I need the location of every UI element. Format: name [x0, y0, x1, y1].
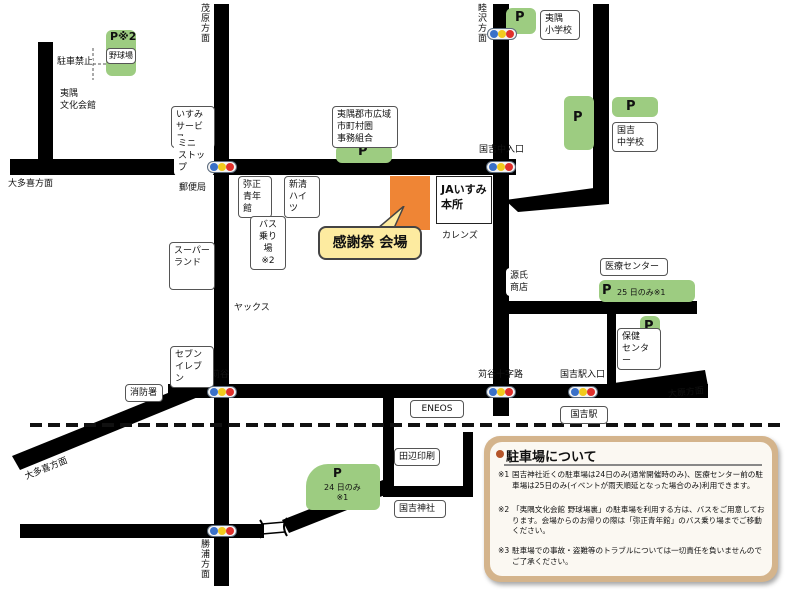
parking-elementary-mark: P [515, 10, 525, 25]
road-southwest [20, 524, 264, 538]
parking-note-3: ※3 駐車場での事故・盗難等のトラブルについては一切責任を負いませんのでご了承く… [498, 546, 766, 567]
bunka-kaikan-label: 夷隅 文化会館 [56, 86, 102, 114]
traffic-light-icon [207, 161, 237, 173]
parking-note-2: ※2 「夷隅文化会館 野球場裏」の駐車場を利用する方は、バスをご用意しております… [498, 505, 766, 537]
road-tanabe-vertical [383, 394, 394, 496]
eneos-label: ENEOS [410, 400, 464, 418]
parking-notes-board: 駐車場について ※1 国吉神社近くの駐車場は24日のみ(通常開催時のみ)、医療セ… [484, 436, 778, 582]
parking-shrine-note: 24 日のみ ※1 [324, 483, 361, 502]
parking-notes-title: 駐車場について [506, 450, 597, 465]
traffic-light-icon [486, 161, 516, 173]
baseball-field-label: 野球場 [106, 48, 136, 64]
pin-icon [496, 450, 504, 458]
road-main-west-east [10, 159, 516, 175]
parking-shrine [306, 464, 380, 510]
parking-health-mark: P [644, 319, 654, 334]
yax-label: ヤックス [230, 300, 274, 316]
parking-junior-high-left [564, 96, 594, 150]
medical-center-label: 医療センター [600, 258, 668, 276]
parking-medical-mark: P [602, 283, 612, 298]
note-mark: ※1 [498, 470, 510, 479]
kuniyoshi-shrine-label: 国吉神社 [394, 500, 446, 518]
intersection-kokikita-label: 国吉中入口 [479, 145, 525, 155]
note-text: 駐車場での事故・盗難等のトラブルについては一切責任を負いませんのでご了承ください… [512, 546, 762, 566]
note-text: 「夷隅文化会館 野球場裏」の駐車場を利用する方は、バスをご用意しております。会場… [512, 505, 765, 535]
health-center-label: 保健 センター [617, 328, 661, 370]
direction-shigehara: 茂原方面 [200, 4, 210, 44]
seven-eleven-label: セブン イレブン [170, 346, 214, 388]
note-text: 国吉神社近くの駐車場は24日のみ(通常開催時のみ)、医療センター前の駐車場は25… [512, 470, 763, 490]
union-office-label: 夷隅郡市広域 市町村圏 事務組合 [332, 106, 398, 148]
road-genji-east [503, 301, 697, 314]
parking-junior-high-left-mark: P [573, 110, 583, 125]
kuniyoshi-junior-high-label: 国吉 中学校 [612, 122, 658, 152]
road-ota-ki-southwest [12, 374, 220, 470]
fire-station-label: 消防署 [125, 384, 163, 402]
traffic-light-icon [207, 525, 237, 537]
parking-notes-paper: 駐車場について ※1 国吉神社近くの駐車場は24日のみ(通常開催時のみ)、医療セ… [490, 442, 772, 576]
traffic-light-icon [487, 28, 517, 40]
road-north-school [493, 4, 509, 416]
road-tanabe-horizontal [383, 486, 473, 497]
isumi-elementary-label: 夷隅 小学校 [540, 10, 580, 40]
ja-isumi-honsho: JAいすみ 本所 [436, 176, 492, 224]
parking-union [336, 145, 392, 163]
road-main-vertical [214, 4, 229, 586]
post-office-label: 郵便局 [175, 180, 211, 196]
intersection-tamakaya-label: 苅谷 [211, 370, 230, 380]
note-mark: ※2 [498, 505, 510, 514]
bridge-icon [259, 517, 288, 539]
note-mark: ※3 [498, 546, 510, 555]
parking-note-1: ※1 国吉神社近くの駐車場は24日のみ(通常開催時のみ)、医療センター前の駐車場… [498, 470, 766, 491]
tanabe-printing-label: 田辺印刷 [394, 448, 440, 466]
yayoi-seinenkan-label: 弥正 青年館 [238, 176, 272, 218]
parking-shrine-mark: P [333, 466, 342, 480]
direction-katsuura: 勝浦方面 [200, 540, 210, 580]
road-east-curve-diagonal [505, 188, 609, 212]
direction-mutsuzawa: 睦沢方面 [477, 4, 487, 44]
title-underline [504, 464, 762, 466]
traffic-light-icon [486, 386, 516, 398]
road-east-curve-vertical [593, 4, 609, 204]
supermarket-land-label: スーパー ランド [169, 242, 215, 290]
traffic-light-icon [207, 386, 237, 398]
ministop-label: ミニ ストップ [174, 136, 214, 176]
road-health-center [607, 312, 616, 388]
parking-medical-note: 25 日のみ※1 [617, 288, 666, 297]
road-bunka-kaikan [38, 42, 53, 167]
road-ohara [600, 370, 708, 398]
traffic-light-icon [568, 386, 598, 398]
genji-shoten-label: 源氏 商店 [506, 268, 538, 296]
shinsei-heights-label: 新清 ハイツ [284, 176, 320, 218]
no-parking-label: 駐車禁止 [57, 56, 94, 68]
calens-label: カレンズ [438, 228, 490, 244]
road-tanabe-east [463, 432, 473, 497]
parking-baseball-mark: P※2 [110, 30, 137, 43]
kuniyoshi-station-label: 国吉駅 [560, 406, 608, 424]
parking-junior-high-right [612, 97, 658, 117]
parking-junior-high-right-mark: P [626, 99, 636, 114]
parking-medical-center [599, 280, 695, 302]
intersection-station-entrance-label: 国吉駅入口 [560, 370, 606, 380]
parking-union-mark: P [358, 144, 368, 159]
direction-ota-ki-west: 大多喜方面 [8, 179, 54, 189]
intersection-tamakaya-cross-label: 苅谷十字路 [478, 370, 524, 380]
venue-callout: 感謝祭 会場 [318, 226, 422, 260]
bus-stop-label: バス 乗り場 ※2 [250, 216, 286, 270]
